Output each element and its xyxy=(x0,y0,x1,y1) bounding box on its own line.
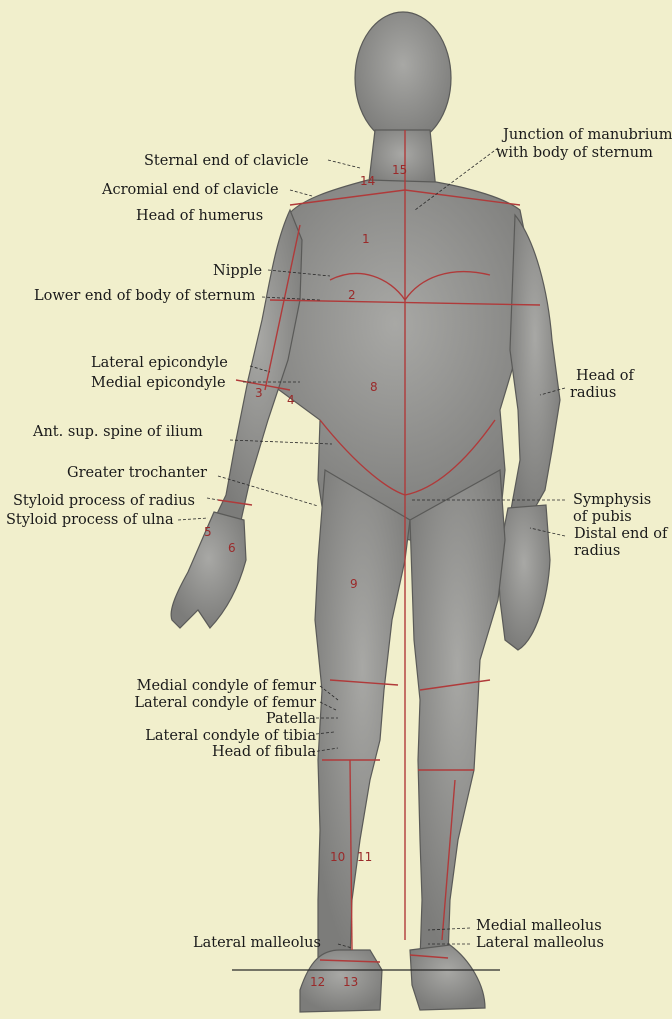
label-medial-epicondyle: Medial epicondyle xyxy=(91,376,226,391)
label-junction-sternum: with body of sternum xyxy=(496,146,653,161)
label-head-humerus: Head of humerus xyxy=(136,209,263,224)
label-lateral-epicondyle: Lateral epicondyle xyxy=(91,356,228,371)
region-number: 11 xyxy=(357,850,372,864)
label-ant-sup-spine: Ant. sup. spine of ilium xyxy=(33,425,203,440)
label-medial-malleolus: Medial malleolus xyxy=(476,919,602,934)
label-nipple: Nipple xyxy=(213,264,262,279)
region-number: 4 xyxy=(287,393,295,407)
region-number: 5 xyxy=(204,525,212,539)
label-sternal-end-clavicle: Sternal end of clavicle xyxy=(144,154,309,169)
region-number: 10 xyxy=(330,850,345,864)
label-distal-end-radius: Distal end of xyxy=(574,527,667,542)
region-number: 13 xyxy=(343,975,358,989)
region-number: 2 xyxy=(348,288,356,302)
label-lower-end-sternum: Lower end of body of sternum xyxy=(34,289,255,304)
region-number: 15 xyxy=(392,163,407,177)
label-greater-trochanter: Greater trochanter xyxy=(67,466,207,481)
region-number: 6 xyxy=(228,541,236,555)
label-head-of-radius: Head of xyxy=(576,369,634,384)
label-junction-manubrium: Junction of manubrium xyxy=(503,128,672,143)
region-number: 9 xyxy=(350,577,358,591)
label-radius: radius xyxy=(570,386,616,401)
label-styloid-ulna: Styloid process of ulna xyxy=(6,513,174,528)
label-patella: Patella xyxy=(266,712,316,727)
label-lateral-condyle-femur: Lateral condyle of femur xyxy=(134,696,316,711)
region-number: 14 xyxy=(360,174,375,188)
label-lateral-malleolus-left: Lateral malleolus xyxy=(476,936,604,951)
label-styloid-radius: Styloid process of radius xyxy=(13,494,195,509)
region-number: 12 xyxy=(310,975,325,989)
label-acromial-end-clavicle: Acromial end of clavicle xyxy=(102,183,279,198)
label-of-pubis: of pubis xyxy=(573,510,632,525)
region-number: 3 xyxy=(255,386,263,400)
label-lateral-condyle-tibia: Lateral condyle of tibia xyxy=(145,729,316,744)
label-head-fibula: Head of fibula xyxy=(212,745,316,760)
label-distal-radius: radius xyxy=(574,544,620,559)
region-number: 8 xyxy=(370,380,378,394)
label-symphysis: Symphysis xyxy=(573,493,651,508)
label-medial-condyle-femur: Medial condyle of femur xyxy=(137,679,316,694)
region-number: 1 xyxy=(362,232,370,246)
label-lateral-malleolus-right: Lateral malleolus xyxy=(193,936,321,951)
